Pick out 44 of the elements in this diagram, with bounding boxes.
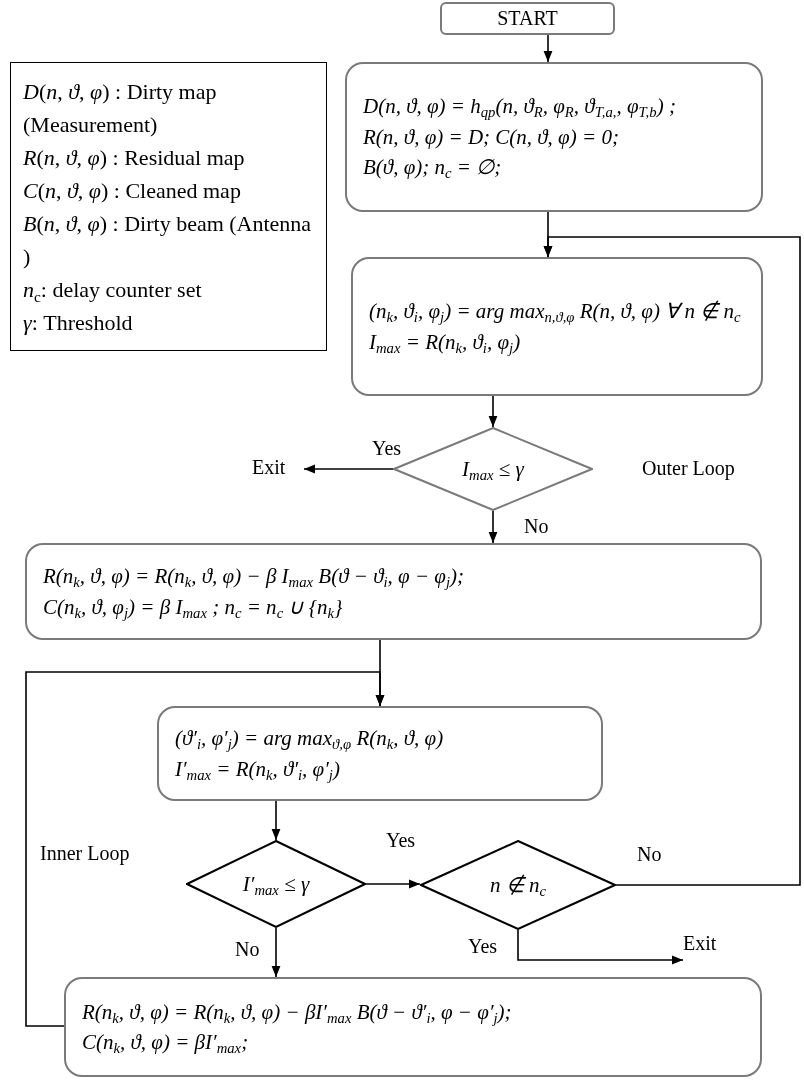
- start-box: [440, 2, 615, 35]
- arrow: [365, 879, 421, 889]
- terminal-label: Exit: [252, 456, 304, 482]
- arrow: [303, 464, 394, 474]
- decision-diamond: [420, 840, 616, 930]
- loop-label: Outer Loop: [642, 457, 735, 480]
- definition-box: [10, 62, 327, 351]
- process-box: [345, 62, 763, 212]
- formula-text: B(ϑ, φ); n$_{c}$ = ∅;: [363, 154, 503, 183]
- definition-text: n$_{c}$: delay counter set: [23, 275, 203, 306]
- formula-text: I$_{max}$ = R(n$_{k}$, ϑ$_{i}$, φ$_{j}$): [369, 328, 522, 357]
- condition-text: n ∉ n$_{c}$: [490, 871, 546, 901]
- arrow: [543, 236, 801, 886]
- process-box: [351, 257, 763, 396]
- formula-text: R(n$_{k}$, ϑ, φ) = R(n$_{k}$, ϑ, φ) − β I$_{max}$ B(ϑ − ϑ$_{i}$, φ − φ$_{j}$);: [43, 563, 466, 592]
- decision-diamond: [186, 840, 366, 928]
- definition-text: C(n, ϑ, φ) : Cleaned map: [23, 176, 242, 205]
- process-box: [64, 977, 762, 1077]
- terminal-label: Exit: [683, 932, 735, 958]
- definition-text: R(n, ϑ, φ) : Residual map: [23, 143, 246, 172]
- formula-text: C(n$_{k}$, ϑ, φ) = βI′$_{max}$;: [82, 1029, 250, 1058]
- process-box: [157, 706, 603, 801]
- process-box: [25, 543, 762, 640]
- arrow: [488, 510, 498, 544]
- arrow: [543, 34, 553, 63]
- arrow: [517, 929, 684, 965]
- arrow: [488, 395, 498, 428]
- terminal-label: START: [497, 7, 558, 30]
- arrow: [271, 800, 281, 841]
- condition-text: I$_{max}$ ≤ γ: [462, 455, 524, 485]
- formula-text: I′$_{max}$ = R(n$_{k}$, ϑ′$_{i}$, φ′$_{j}$): [175, 755, 341, 784]
- formula-text: (ϑ′$_{i}$, φ′$_{j}$) = arg max$_{ϑ,φ}$ R(n$_{k}$, ϑ, φ): [175, 725, 445, 754]
- loop-label: Inner Loop: [40, 842, 130, 865]
- definition-text: D(n, ϑ, φ) : Dirty map (Measurement): [23, 77, 218, 139]
- arrow: [271, 927, 281, 978]
- definition-text: B(n, ϑ, φ) : Dirty beam (Antenna ): [23, 209, 313, 271]
- formula-text: R(n$_{k}$, ϑ, φ) = R(n$_{k}$, ϑ, φ) − βI′$_{max}$ B(ϑ − ϑ′$_{i}$, φ − φ′$_{j}$);: [82, 998, 513, 1027]
- arrow: [25, 671, 385, 1027]
- formula-text: C(n$_{k}$, ϑ, φ$_{j}$) = β I$_{max}$ ; n$_{c}$ = n$_{c}$ ∪ {n$_{k}$}: [43, 593, 344, 622]
- condition-text: I′$_{max}$ ≤ γ: [242, 870, 310, 900]
- formula-text: (n$_{k}$, ϑ$_{i}$, φ$_{j}$) = arg max$_{n,ϑ,φ}$ R(n, ϑ, φ) ∀ n ∉ n$_{c}$: [369, 298, 742, 327]
- definition-text: γ: Threshold: [23, 308, 134, 337]
- formula-text: R(n, ϑ, φ) = D; C(n, ϑ, φ) = 0;: [363, 123, 620, 151]
- formula-text: D(n, ϑ, φ) = h$_{qp}$(n, ϑ$_{R}$, φ$_{R}$, ϑ$_{T,a,}$, φ$_{T,b}$) ;: [363, 93, 677, 122]
